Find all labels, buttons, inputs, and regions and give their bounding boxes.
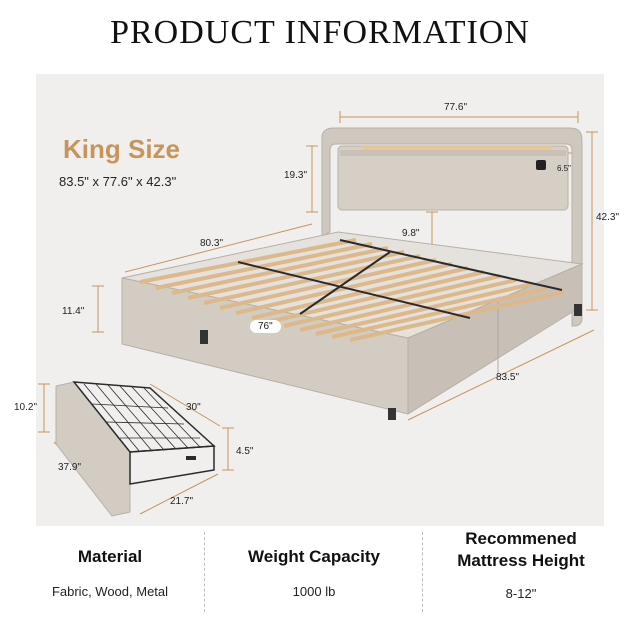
dim-drawer-width: 21.7" (170, 496, 194, 507)
dim-rail-length: 80.3" (200, 238, 224, 249)
dim-slat-span: 76" (250, 320, 281, 333)
spec-weight-value: 1000 lb (292, 584, 336, 599)
dim-frame-height: 11.4" (62, 306, 85, 317)
dim-wing-depth: 6.5" (557, 164, 571, 173)
size-label: King Size (63, 134, 181, 164)
dim-headboard-panel: 19.3" (284, 170, 308, 181)
specs-section (0, 526, 640, 640)
metal-supports (237, 239, 563, 319)
dim-leg-clearance: 9.8" (402, 228, 420, 239)
divider (422, 532, 423, 612)
drawer-illustration (55, 381, 216, 517)
spec-mattress-label: Recommened Mattress Height (457, 529, 585, 570)
spec-weight-capacity: Weight Capacity 1000 lb (224, 546, 404, 599)
spec-weight-label: Weight Capacity (248, 547, 380, 566)
spec-mattress-height: Recommened Mattress Height 8-12" (436, 528, 606, 601)
dim-drawer-length: 30" (186, 402, 201, 413)
dim-headboard-width: 77.6" (444, 102, 468, 113)
divider (204, 532, 205, 612)
spec-mattress-value: 8-12" (505, 586, 537, 601)
page-title: PRODUCT INFORMATION (110, 14, 530, 51)
dim-total-height: 42.3" (596, 212, 620, 223)
spec-material-label: Material (77, 547, 143, 566)
spec-material: Material Fabric, Wood, Metal (40, 546, 180, 599)
spec-material-value: Fabric, Wood, Metal (51, 584, 169, 599)
dim-drawer-depth: 37.9" (58, 462, 82, 473)
headboard (321, 127, 583, 327)
size-dimensions: 83.5" x 77.6" x 42.3" (59, 174, 177, 189)
dim-total-length: 83.5" (496, 372, 520, 383)
dim-drawer-inner-height: 4.5" (236, 446, 254, 457)
wood-slats (139, 238, 565, 342)
dim-drawer-height: 10.2" (14, 402, 38, 413)
dimension-guides (38, 111, 598, 515)
